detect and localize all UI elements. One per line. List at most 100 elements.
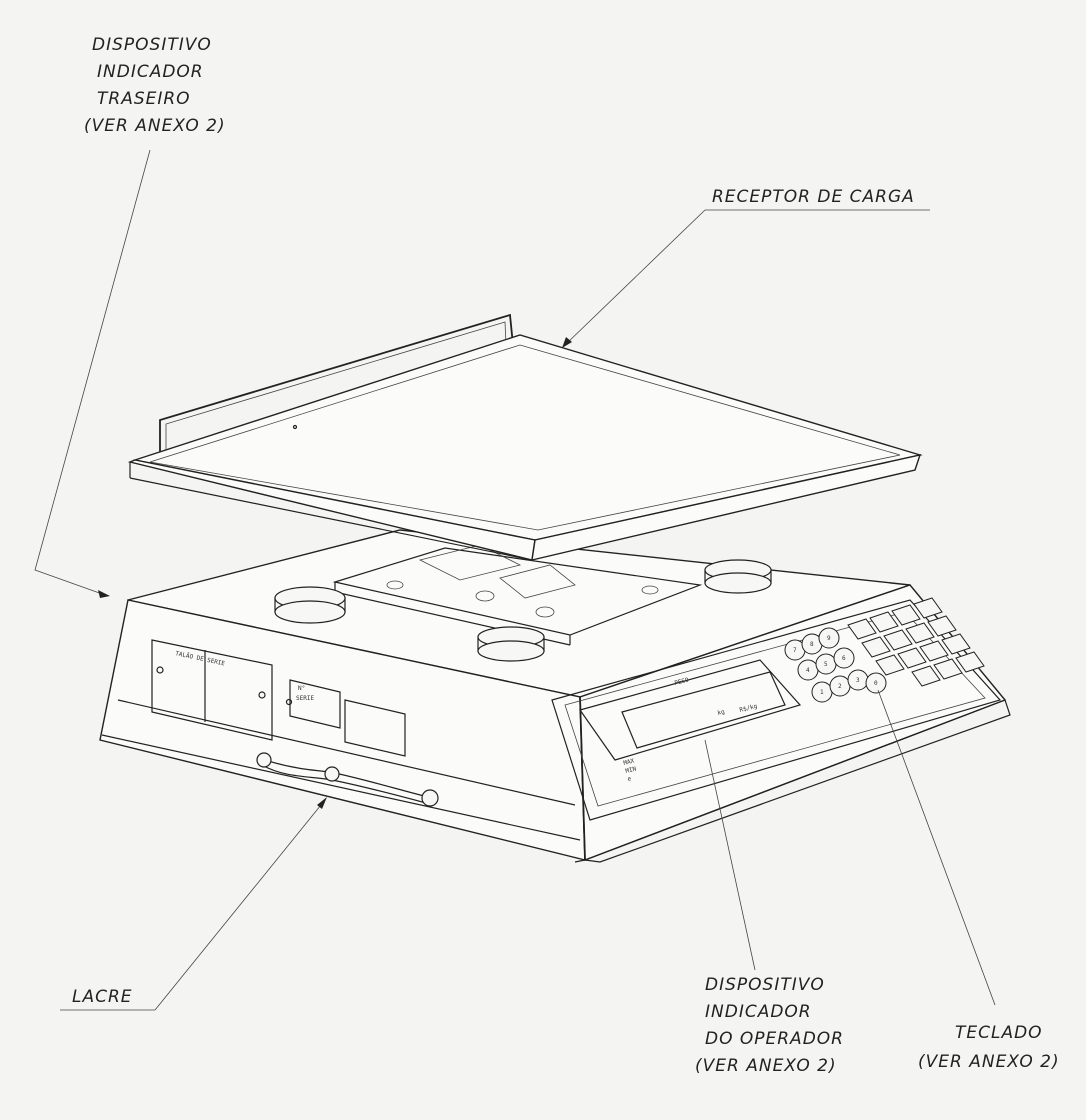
- rear-display-label-line-1: DISPOSITIVO: [92, 35, 212, 55]
- load-receptor-label: RECEPTOR DE CARGA: [712, 187, 915, 207]
- function-key-r3-c1: [875, 654, 905, 676]
- callout-keyboard: TECLADO (VER ANEXO 2): [918, 1023, 1060, 1072]
- operator-display-leader: [704, 739, 756, 971]
- load-receptor-leader: [564, 209, 706, 346]
- platter-bottom-edge: [129, 477, 533, 561]
- mounting-plate-outline: [332, 547, 703, 636]
- key-3-label: 3: [856, 677, 860, 684]
- operator-display-label-line-1: DISPOSITIVO: [705, 975, 825, 995]
- plate-hole-3: [535, 606, 555, 618]
- front-panel-frame: [551, 599, 1002, 821]
- display-window: [621, 671, 786, 749]
- function-key-r4-c3: [933, 658, 963, 680]
- key-4-label: 4: [806, 667, 810, 674]
- display-right-text: R$/kg: [739, 703, 759, 714]
- base-front-foot: [584, 699, 1011, 863]
- platter-top-surface: [132, 334, 923, 541]
- keyboard-label-line-1: TECLADO: [955, 1023, 1043, 1043]
- keyboard-label-line-2: (VER ANEXO 2): [918, 1052, 1060, 1072]
- function-key-r2-c3: [905, 622, 935, 644]
- function-key-r1-c3: [891, 604, 921, 626]
- function-key-r3-c3: [919, 640, 949, 662]
- display-outer: [579, 659, 802, 761]
- base-corner-edge: [579, 696, 586, 861]
- seal-bolt-2: [324, 766, 340, 782]
- series-plate-screw-1: [156, 666, 164, 674]
- display-left-text-3: e: [627, 775, 633, 783]
- serial-label-screw: [285, 698, 293, 706]
- series-plate-screw-2: [258, 691, 266, 699]
- leader-lines: [34, 149, 996, 1011]
- rear-display-arrowhead: [98, 590, 110, 598]
- platter-back-rail-outer: [159, 313, 514, 455]
- key-6: [833, 647, 855, 669]
- platter-inner-edge: [149, 344, 901, 531]
- load-receptor-arrowhead: [562, 337, 572, 348]
- seal-wire: [256, 752, 439, 807]
- display-left-text-2: MIN: [625, 765, 638, 775]
- function-key-r1-c1: [847, 618, 877, 640]
- function-key-r2-c1: [861, 636, 891, 658]
- scale-base: [99, 529, 1011, 863]
- rear-display-label-line-4: (VER ANEXO 2): [84, 116, 226, 136]
- function-key-r3-c4: [941, 633, 971, 655]
- function-key-r4-c4: [955, 651, 985, 673]
- key-1-label: 1: [820, 689, 824, 696]
- operator-display-label-line-2: INDICADOR: [705, 1002, 812, 1022]
- callout-rear-display: DISPOSITIVO INDICADOR TRASEIRO (VER ANEX…: [84, 35, 226, 136]
- key-9-label: 9: [827, 635, 831, 642]
- plate-window-right: [499, 564, 576, 599]
- knob-front: [477, 626, 545, 662]
- base-corner-foot: [574, 859, 586, 863]
- operator-display-label-line-4: (VER ANEXO 2): [695, 1056, 837, 1076]
- rear-display-label-line-3: TRASEIRO: [97, 89, 191, 109]
- platter-dot: [292, 424, 298, 430]
- display-left-text-1: MAX: [623, 757, 636, 767]
- seal-label: LACRE: [72, 987, 133, 1007]
- key-5-label: 5: [824, 661, 828, 668]
- key-0-label: 0: [874, 680, 878, 687]
- base-left-foot-edge: [101, 734, 581, 841]
- rear-display-label-line-2: INDICADOR: [97, 62, 204, 82]
- function-key-r1-c4: [913, 597, 943, 619]
- operator-display: PESO kg R$/kg MAX MIN e: [579, 659, 802, 783]
- plate-hole-1: [386, 580, 404, 590]
- seal-bolt-3: [421, 789, 439, 807]
- numeric-keys: 7 8 9 4 5 6 1 2 3 0: [784, 627, 887, 703]
- display-mid-text: kg: [717, 708, 726, 717]
- load-receptor-platter: [127, 313, 923, 561]
- plate-hole-2: [475, 590, 495, 602]
- plate-hole-4: [641, 585, 659, 595]
- platter-back-rail-inner: [165, 321, 507, 452]
- function-key-r3-c2: [897, 647, 927, 669]
- knob-right-bottom: [704, 572, 772, 594]
- serial-label-line-1: N°: [298, 685, 305, 692]
- key-7-label: 7: [793, 647, 797, 654]
- leveling-knobs: [274, 559, 772, 662]
- knob-right: [704, 559, 772, 594]
- seal-arrowhead: [317, 797, 327, 809]
- callout-operator-display: DISPOSITIVO INDICADOR DO OPERADOR (VER A…: [695, 975, 844, 1076]
- knob-left-bottom: [274, 600, 346, 624]
- function-key-r4-c2: [911, 665, 941, 687]
- key-9: [818, 627, 840, 649]
- key-2-label: 2: [838, 683, 842, 690]
- serial-label-line-2: SERIE: [296, 695, 314, 702]
- key-8-label: 8: [810, 641, 814, 648]
- keyboard-leader: [877, 689, 996, 1006]
- base-left-bottom-rim: [117, 699, 576, 806]
- keypad: 7 8 9 4 5 6 1 2 3 0: [784, 597, 985, 703]
- knob-left: [274, 586, 346, 624]
- function-keys: [847, 597, 985, 687]
- function-key-r2-c4: [927, 615, 957, 637]
- function-key-r1-c2: [869, 611, 899, 633]
- display-top-text: PESO: [674, 677, 690, 687]
- seal-bolt-1: [256, 752, 272, 768]
- operator-display-label-line-3: DO OPERADOR: [705, 1029, 844, 1049]
- key-0: [865, 672, 887, 694]
- knob-front-bottom: [477, 640, 545, 662]
- seal-leader: [154, 799, 326, 1011]
- series-plate: [151, 639, 273, 741]
